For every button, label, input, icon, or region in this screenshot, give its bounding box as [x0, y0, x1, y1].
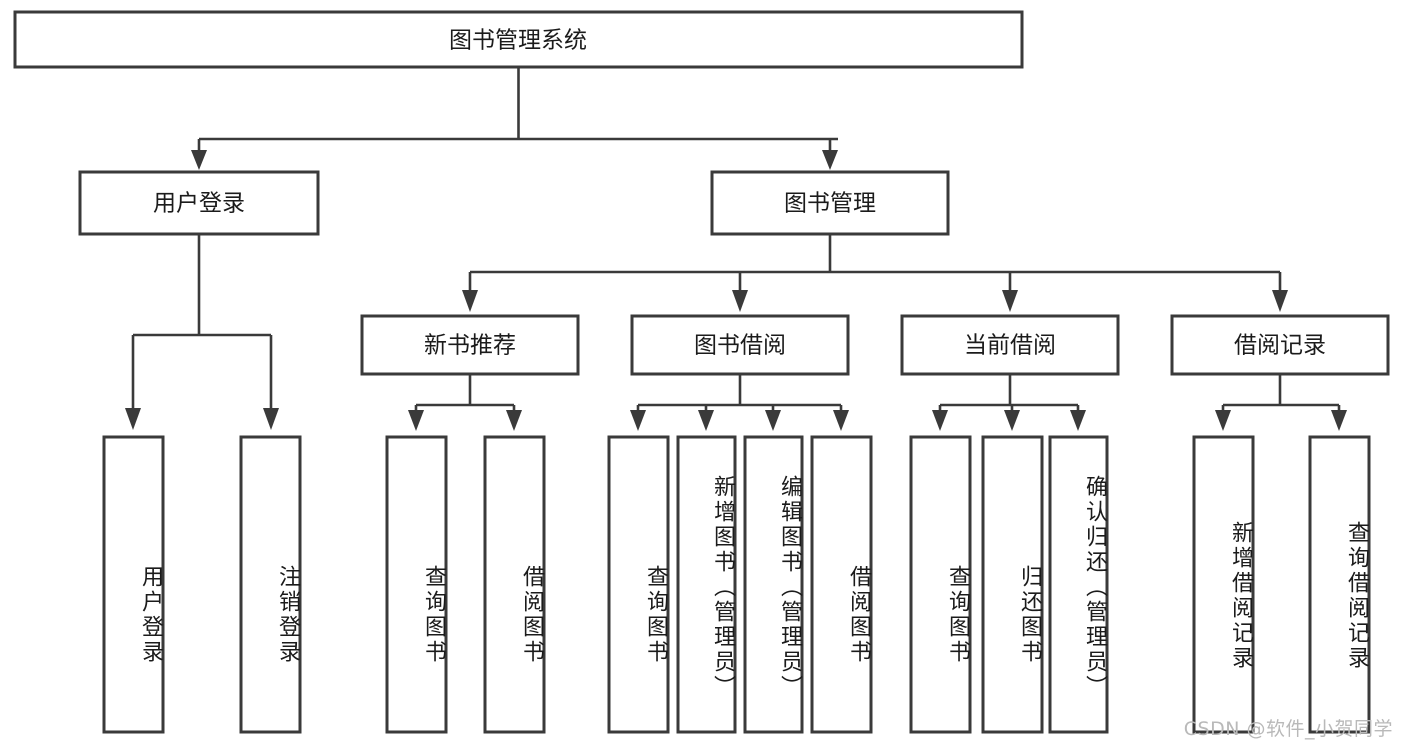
- leaf-box-br-add-record[interactable]: [1192, 435, 1255, 734]
- leaf-box-bb-edit-book[interactable]: [743, 435, 804, 734]
- arrowhead-current-borrow: [1002, 290, 1018, 312]
- arrowhead-nbr-borrow-book: [506, 410, 522, 431]
- leaf-box-cb-confirm-return[interactable]: [1048, 435, 1109, 734]
- node-borrow-record[interactable]: 借阅记录: [1170, 314, 1390, 376]
- connector-group-book-borrow: [630, 374, 849, 431]
- arrowhead-leaf-logout: [263, 408, 279, 430]
- node-root-label: 图书管理系统: [449, 28, 587, 54]
- arrowhead-cb-query-book: [932, 410, 948, 431]
- node-book-manage-label: 图书管理: [784, 191, 876, 217]
- arrowhead-bb-query-book: [630, 410, 646, 431]
- connector-group-user-login: [125, 234, 279, 430]
- leaf-box-bb-query-book[interactable]: [607, 435, 670, 734]
- connector-group-borrow-record: [1215, 374, 1347, 431]
- node-book-borrow-box[interactable]: [630, 314, 850, 376]
- leaf-box-cb-return-book[interactable]: [981, 435, 1044, 734]
- connector-group-current-borrow: [932, 374, 1086, 431]
- arrowhead-cb-confirm-return: [1070, 410, 1086, 431]
- leaf-box-nbr-query-book[interactable]: [385, 435, 448, 734]
- connector-group-book-manage: [462, 234, 1288, 312]
- leaf-box-br-query-record[interactable]: [1308, 435, 1371, 734]
- node-user-login-label: 用户登录: [153, 191, 245, 217]
- connector-group-root: [191, 67, 838, 170]
- node-new-book-rec-label: 新书推荐: [424, 333, 516, 359]
- node-book-borrow[interactable]: 图书借阅: [630, 314, 850, 376]
- node-root-box[interactable]: [13, 10, 1024, 69]
- arrowhead-bb-add-book: [698, 410, 714, 431]
- leaf-box-nbr-borrow-book[interactable]: [483, 435, 546, 734]
- arrowhead-user-login: [191, 150, 207, 170]
- node-borrow-record-box[interactable]: [1170, 314, 1390, 376]
- leaf-box-bb-add-book[interactable]: [676, 435, 737, 734]
- node-new-book-rec[interactable]: 新书推荐: [360, 314, 580, 376]
- node-book-manage[interactable]: 图书管理: [710, 170, 950, 236]
- arrowhead-bb-borrow-book: [833, 410, 849, 431]
- arrowhead-borrow-record: [1272, 290, 1288, 312]
- arrowhead-br-query-record: [1331, 410, 1347, 431]
- connector-group-new-book-rec: [408, 374, 522, 431]
- node-current-borrow[interactable]: 当前借阅: [900, 314, 1120, 376]
- node-current-borrow-label: 当前借阅: [964, 333, 1056, 359]
- node-current-borrow-box[interactable]: [900, 314, 1120, 376]
- arrowhead-new-book-rec: [462, 290, 478, 312]
- arrowhead-leaf-user-login: [125, 408, 141, 430]
- watermark-text: CSDN @软件_小贺同学: [1183, 718, 1393, 740]
- node-book-borrow-label: 图书借阅: [694, 333, 786, 359]
- arrowhead-nbr-query-book: [408, 410, 424, 431]
- node-user-login-box[interactable]: [78, 170, 320, 236]
- arrowhead-bb-edit-book: [765, 410, 781, 431]
- arrowhead-br-add-record: [1215, 410, 1231, 431]
- arrowhead-cb-return-book: [1004, 410, 1020, 431]
- leaf-box-logout[interactable]: [239, 435, 302, 734]
- arrowhead-book-manage: [822, 150, 838, 170]
- node-new-book-rec-box[interactable]: [360, 314, 580, 376]
- leaf-box-bb-borrow-book[interactable]: [810, 435, 873, 734]
- leaf-box-cb-query-book[interactable]: [909, 435, 972, 734]
- leaf-box-user-login[interactable]: [102, 435, 165, 734]
- node-root[interactable]: 图书管理系统: [13, 10, 1024, 69]
- node-book-manage-box[interactable]: [710, 170, 950, 236]
- node-borrow-record-label: 借阅记录: [1234, 333, 1326, 359]
- node-user-login[interactable]: 用户登录: [78, 170, 320, 236]
- arrowhead-book-borrow: [732, 290, 748, 312]
